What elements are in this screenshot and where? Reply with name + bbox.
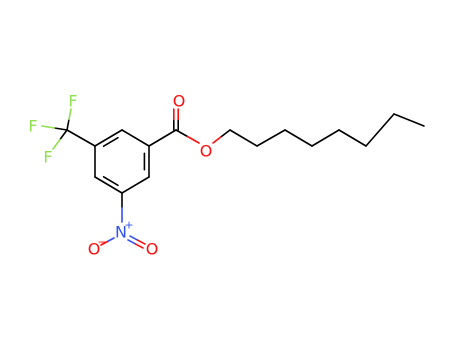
bond-cf3-f-bottom-a — [59, 129, 68, 141]
ring-bond-de — [94, 176, 123, 194]
bond-octyl-1 — [229, 129, 258, 147]
bond-nitro-o-left-a — [106, 237, 115, 243]
bond-cf3-f-left-b — [41, 125, 56, 129]
bond-octyl-5 — [338, 129, 367, 147]
atom-label-n-nitro: N — [115, 223, 127, 242]
bond-cf3-f-left-a — [53, 127, 68, 131]
atom-label-f-left: F — [28, 117, 37, 136]
bond-ring-cf3 — [66, 129, 96, 147]
bond-ester-chain-a — [212, 135, 223, 144]
bond-carbonyl-ester-a — [175, 129, 189, 138]
ring-bond-de-inner — [102, 175, 119, 187]
ring-bond-ab — [121, 129, 150, 147]
bond-ring-carbonyl — [148, 129, 177, 147]
atom-label-f-top: F — [68, 92, 77, 111]
atom-label-o-nitro-right: O — [146, 240, 159, 259]
bond-ester-chain-b — [220, 129, 231, 138]
bond-nitro-o-right-2-b — [136, 239, 146, 245]
atom-label-layer: O O F F F N + O − O — [28, 92, 212, 259]
charge-label-n-nitro: + — [124, 219, 133, 232]
ring-bond-fa — [94, 129, 123, 147]
atom-label-f-bottom: F — [43, 148, 52, 167]
charge-label-o-nitro-left: − — [97, 236, 106, 249]
bond-octyl-3 — [284, 129, 313, 147]
bond-nitro-o-right-1-a — [127, 239, 137, 245]
ring-bond-fa-inner — [102, 136, 119, 148]
atom-label-o-ester: O — [200, 142, 213, 161]
bond-octyl-7 — [393, 113, 425, 127]
bond-cf3-f-top-b — [68, 108, 72, 121]
bond-octyl-4 — [311, 129, 340, 147]
bond-cf3-f-bottom-b — [52, 138, 61, 150]
bond-nitro-o-left-b — [100, 240, 109, 246]
bond-cf3-f-top-a — [66, 118, 70, 131]
bond-nitro-o-right-1-b — [134, 243, 144, 249]
bond-carbonyl-ester-b — [186, 135, 200, 144]
bond-layer — [41, 108, 425, 249]
bond-octyl-2 — [256, 129, 286, 147]
atom-label-o-carbonyl: O — [173, 92, 186, 111]
ring-bond-cd — [121, 176, 150, 194]
bond-octyl-6 — [365, 113, 395, 147]
atom-label-o-nitro-left: O — [88, 240, 101, 259]
bond-nitro-o-right-2-a — [129, 235, 139, 241]
